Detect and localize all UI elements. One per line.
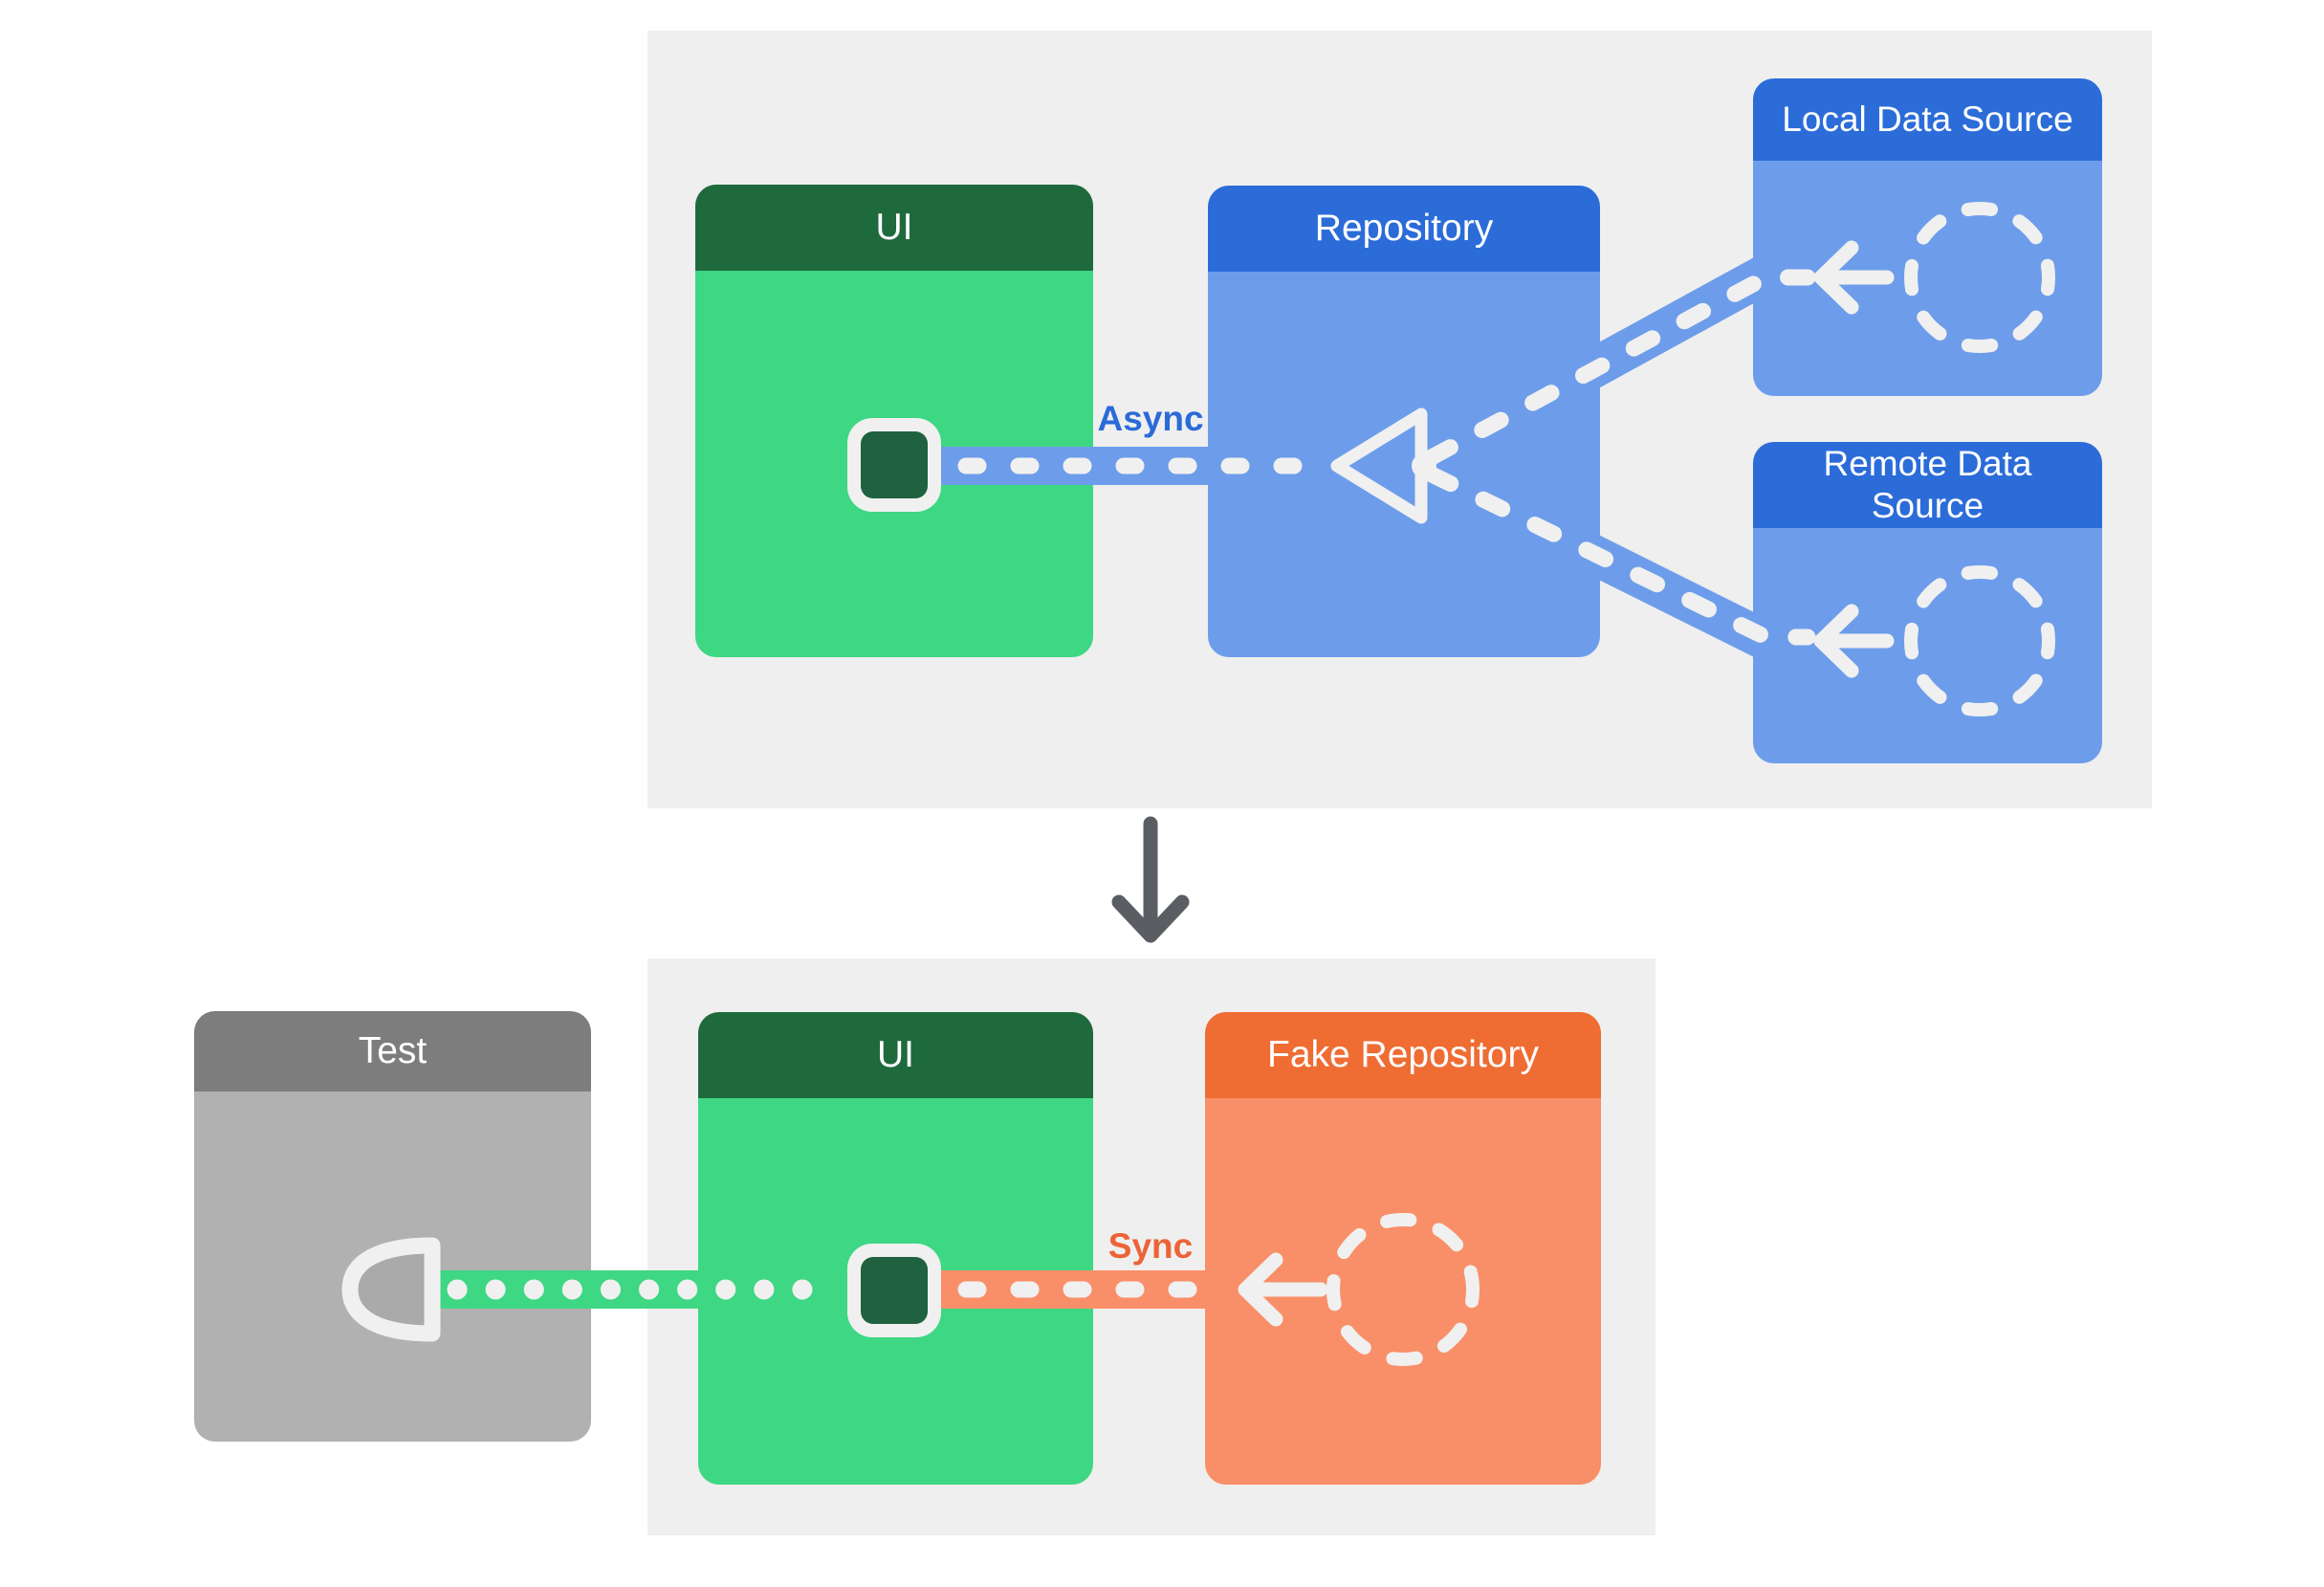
- test-box-title: Test: [194, 1011, 591, 1091]
- sync-label: Sync: [1107, 1226, 1194, 1266]
- test-box-body: [194, 1091, 591, 1442]
- repository-box-title: Repository: [1208, 186, 1600, 272]
- local-data-source-title: Local Data Source: [1753, 78, 2102, 161]
- ui-box-bottom: UI: [698, 1012, 1093, 1485]
- remote-data-source-body: [1753, 528, 2102, 763]
- remote-data-source-title-line2: Source: [1871, 486, 1984, 525]
- down-arrow-icon: [1111, 816, 1190, 943]
- repository-box: Repository: [1208, 186, 1600, 657]
- ui-box-bottom-title: UI: [698, 1012, 1093, 1098]
- ui-box-bottom-body: [698, 1098, 1093, 1485]
- fake-repository-body: [1205, 1098, 1601, 1485]
- fake-repository-title: Fake Repository: [1205, 1012, 1601, 1098]
- ui-box-top: UI: [695, 185, 1093, 657]
- local-data-source-box: Local Data Source: [1753, 78, 2102, 396]
- remote-data-source-title-line1: Remote Data: [1823, 444, 2032, 483]
- remote-data-source-box: Remote Data Source: [1753, 442, 2102, 763]
- ui-box-top-body: [695, 271, 1093, 657]
- local-data-source-body: [1753, 161, 2102, 396]
- test-box: Test: [194, 1011, 591, 1442]
- ui-box-top-title: UI: [695, 185, 1093, 271]
- repository-box-body: [1208, 272, 1600, 657]
- async-label: Async: [1097, 399, 1204, 438]
- fake-repository-box: Fake Repository: [1205, 1012, 1601, 1485]
